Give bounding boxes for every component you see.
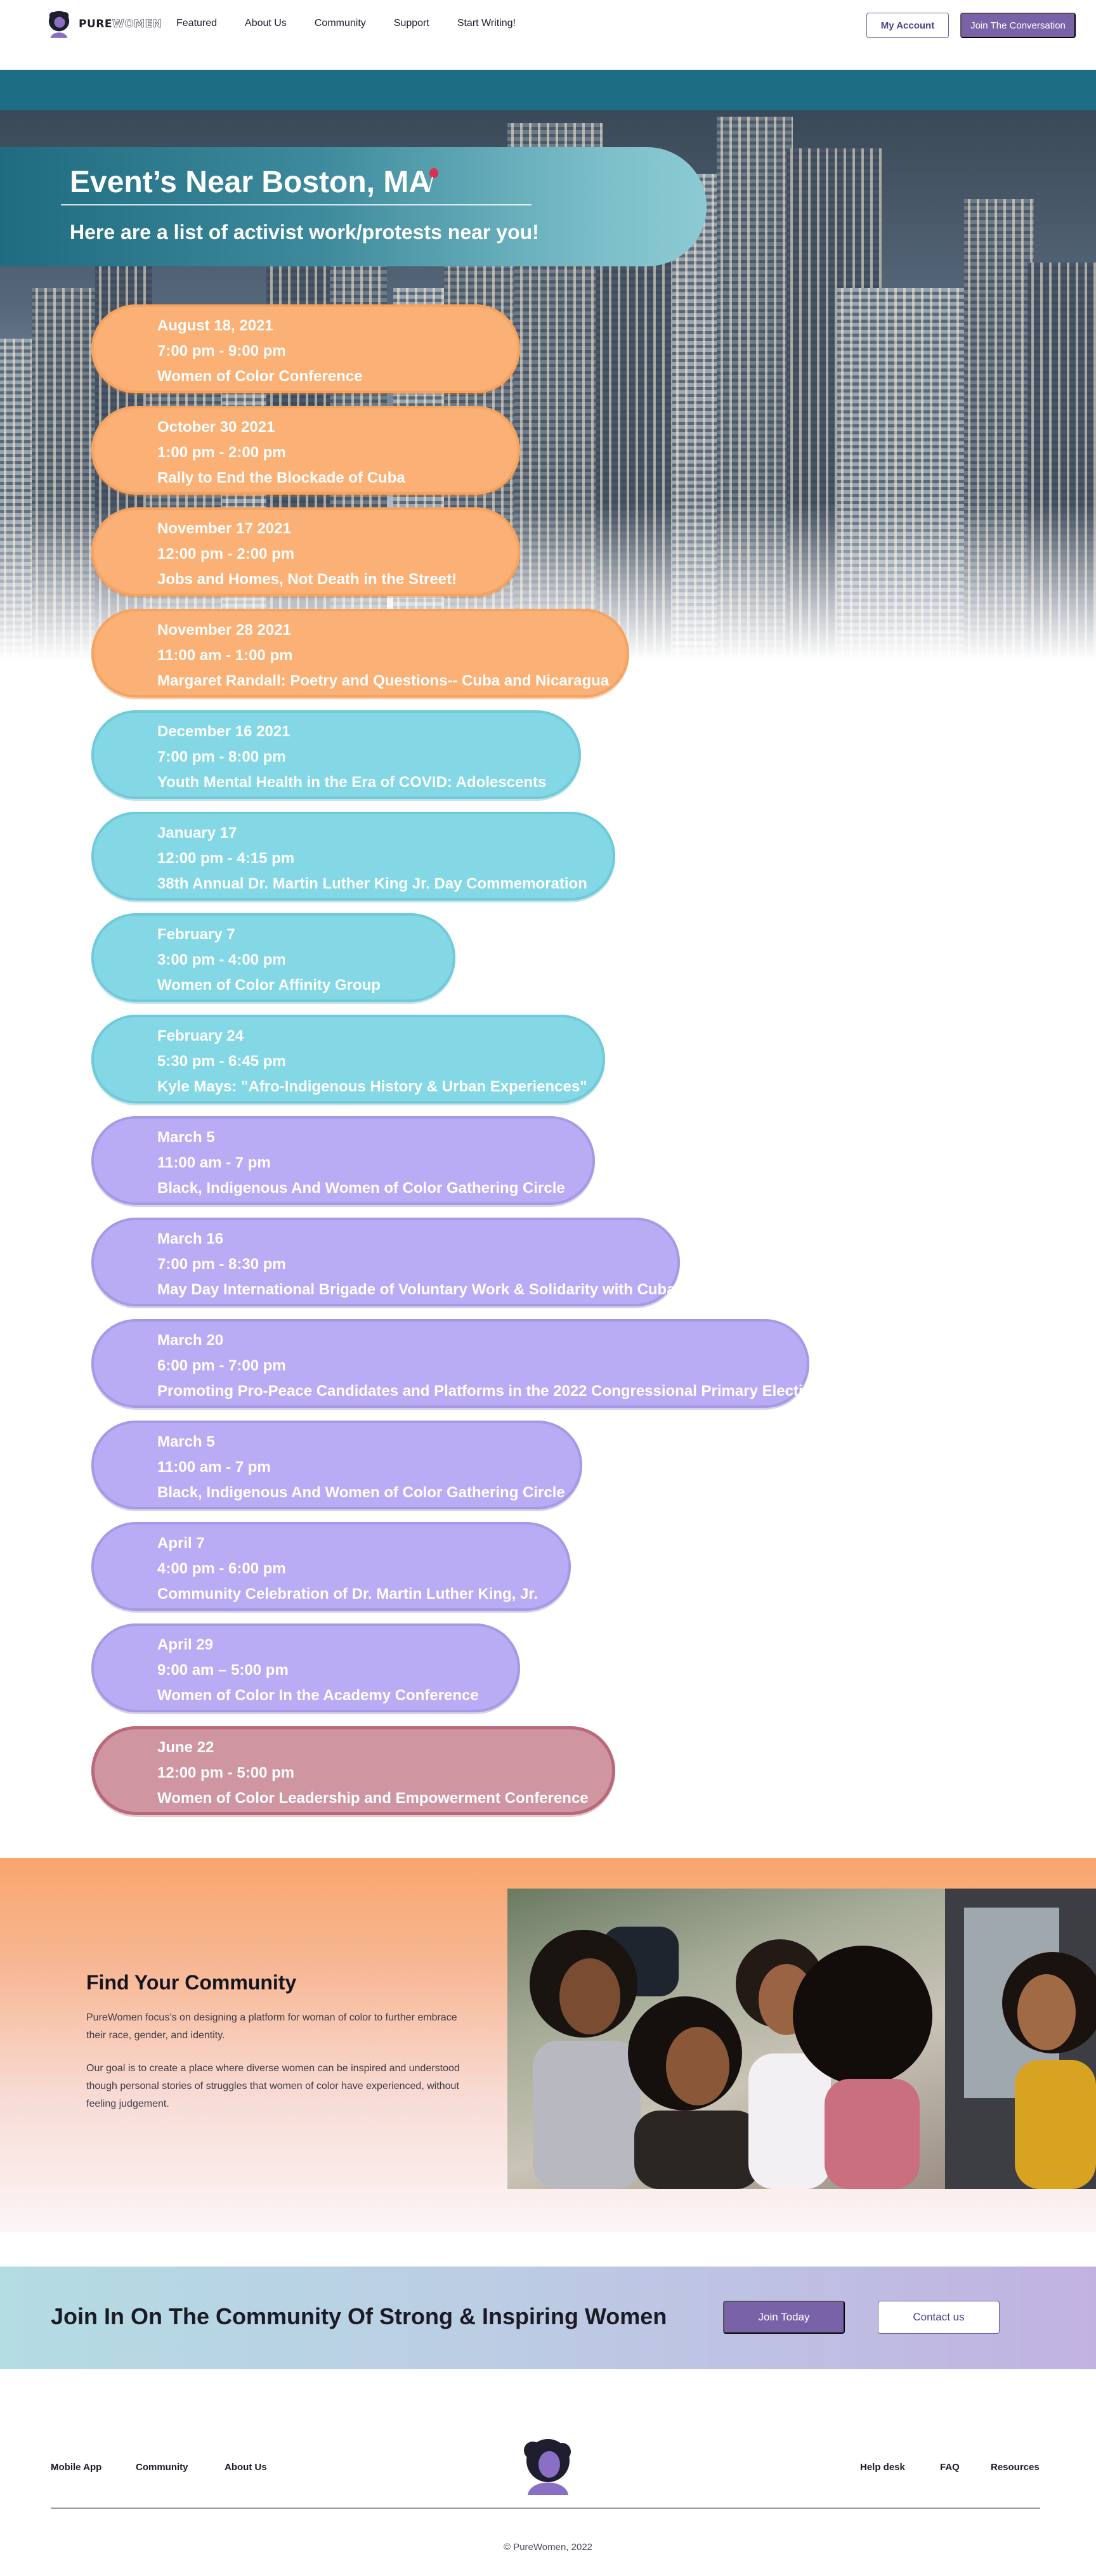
event-name: Women of Color Conference — [157, 368, 363, 385]
event-name: Women of Color In the Academy Conference — [157, 1687, 479, 1704]
event-time: 12:00 pm - 2:00 pm — [157, 545, 295, 563]
event-card[interactable]: November 17 2021 12:00 pm - 2:00 pm Jobs… — [91, 507, 520, 596]
cta-title: Join In On The Community Of Strong & Ins… — [51, 2303, 667, 2329]
event-card[interactable]: June 22 12:00 pm - 5:00 pm Women of Colo… — [91, 1726, 615, 1815]
event-date: August 18, 2021 — [157, 317, 273, 334]
event-time: 5:30 pm - 6:45 pm — [157, 1053, 286, 1070]
group-of-women-illustration — [530, 1889, 1096, 2189]
event-card[interactable]: February 24 5:30 pm - 6:45 pm Kyle Mays:… — [91, 1015, 605, 1103]
event-time: 12:00 pm - 5:00 pm — [157, 1764, 295, 1781]
event-name: 38th Annual Dr. Martin Luther King Jr. D… — [157, 875, 587, 892]
footer-about-us[interactable]: About Us — [225, 2462, 267, 2473]
event-card[interactable]: April 29 9:00 am – 5:00 pm Women of Colo… — [91, 1623, 520, 1712]
event-name: Black, Indigenous And Women of Color Gat… — [157, 1484, 565, 1501]
event-name: Rally to End the Blockade of Cuba — [157, 469, 405, 486]
footer-resources[interactable]: Resources — [991, 2462, 1040, 2473]
footer-help-desk[interactable]: Help desk — [860, 2462, 905, 2473]
event-time: 11:00 am - 1:00 pm — [157, 647, 293, 664]
event-date: November 28 2021 — [157, 621, 291, 639]
brand-pure: PURE — [79, 18, 112, 30]
avatar-logo-icon — [524, 2439, 571, 2495]
community-paragraph-1: PureWomen focus’s on designing a platfor… — [86, 2012, 457, 2041]
join-today-button[interactable]: Join Today — [723, 2301, 845, 2334]
events-banner — [0, 147, 707, 266]
nav-start-writing[interactable]: Start Writing! — [457, 18, 516, 29]
event-time: 4:00 pm - 6:00 pm — [157, 1560, 286, 1577]
event-name: Women of Color Leadership and Empowermen… — [157, 1790, 589, 1807]
event-time: 11:00 am - 7 pm — [157, 1154, 271, 1171]
footer-mobile-app[interactable]: Mobile App — [51, 2462, 102, 2473]
join-conversation-button[interactable]: Join The Conversation — [960, 13, 1076, 38]
nav-featured[interactable]: Featured — [176, 18, 218, 29]
footer-divider — [51, 2508, 1040, 2509]
location-pin-icon — [428, 168, 438, 192]
my-account-button[interactable]: My Account — [866, 13, 949, 38]
event-time: 7:00 pm - 8:30 pm — [157, 1256, 286, 1273]
event-time: 9:00 am – 5:00 pm — [157, 1662, 289, 1679]
event-date: December 16 2021 — [157, 723, 290, 740]
event-date: March 20 — [157, 1332, 224, 1349]
event-name: Community Celebration of Dr. Martin Luth… — [157, 1585, 538, 1603]
contact-us-button[interactable]: Contact us — [878, 2301, 1000, 2334]
event-name: Promoting Pro-Peace Candidates and Platf… — [157, 1382, 830, 1400]
event-card[interactable]: February 7 3:00 pm - 4:00 pm Women of Co… — [91, 913, 455, 1002]
event-date: April 7 — [157, 1535, 205, 1552]
copyright: © PureWomen, 2022 — [503, 2542, 593, 2553]
event-card[interactable]: March 20 6:00 pm - 7:00 pm Promoting Pro… — [91, 1319, 830, 1408]
top-navigation: PUREWOMEN Featured About Us Community Su… — [0, 0, 1096, 70]
event-date: February 24 — [157, 1027, 244, 1044]
event-card[interactable]: March 5 11:00 am - 7 pm Black, Indigenou… — [91, 1116, 595, 1205]
nav-community[interactable]: Community — [314, 18, 366, 29]
event-date: November 17 2021 — [157, 520, 291, 537]
title-divider — [61, 204, 532, 205]
brand-women: WOMEN — [112, 18, 162, 31]
event-name: May Day International Brigade of Volunta… — [157, 1281, 675, 1298]
event-card[interactable]: November 28 2021 11:00 am - 1:00 pm Marg… — [91, 609, 629, 698]
event-name: Youth Mental Health in the Era of COVID:… — [157, 774, 547, 791]
event-card[interactable]: December 16 2021 7:00 pm - 8:00 pm Youth… — [91, 710, 581, 799]
event-name: Jobs and Homes, Not Death in the Street! — [157, 571, 457, 588]
event-name: Women of Color Affinity Group — [157, 977, 381, 994]
footer-community[interactable]: Community — [136, 2462, 188, 2473]
event-time: 7:00 pm - 8:00 pm — [157, 748, 286, 765]
nav-support[interactable]: Support — [393, 18, 429, 29]
event-date: March 5 — [157, 1433, 215, 1450]
event-card[interactable]: March 5 11:00 am - 7 pm Black, Indigenou… — [91, 1421, 582, 1509]
event-date: June 22 — [157, 1739, 214, 1756]
event-name: Black, Indigenous And Women of Color Gat… — [157, 1180, 565, 1197]
event-date: February 7 — [157, 926, 235, 943]
event-card[interactable]: January 17 12:00 pm - 4:15 pm 38th Annua… — [91, 812, 615, 901]
event-date: March 16 — [157, 1230, 224, 1247]
footer-faq[interactable]: FAQ — [940, 2462, 960, 2473]
event-card[interactable]: October 30 2021 1:00 pm - 2:00 pm Rally … — [91, 406, 520, 495]
event-card[interactable]: March 16 7:00 pm - 8:30 pm May Day Inter… — [91, 1218, 680, 1306]
event-name: Kyle Mays: "Afro-Indigenous History & Ur… — [157, 1078, 587, 1095]
community-paragraph-2: Our goal is to create a place where dive… — [86, 2063, 460, 2109]
event-time: 11:00 am - 7 pm — [157, 1459, 271, 1476]
event-card[interactable]: August 18, 2021 7:00 pm - 9:00 pm Women … — [91, 304, 520, 393]
event-date: March 5 — [157, 1129, 215, 1146]
event-time: 1:00 pm - 2:00 pm — [157, 444, 286, 461]
event-time: 12:00 pm - 4:15 pm — [157, 850, 295, 867]
event-date: April 29 — [157, 1636, 214, 1653]
page-subtitle: Here are a list of activist work/protest… — [70, 221, 539, 244]
event-time: 6:00 pm - 7:00 pm — [157, 1357, 286, 1374]
hero-top-band — [0, 70, 1096, 110]
avatar-logo-icon — [48, 11, 70, 38]
brand-logo[interactable]: PUREWOMEN — [47, 10, 162, 38]
page-title: Event’s Near Boston, MA — [70, 166, 431, 199]
event-card[interactable]: April 7 4:00 pm - 6:00 pm Community Cele… — [91, 1522, 571, 1611]
event-time: 7:00 pm - 9:00 pm — [157, 342, 286, 360]
event-date: January 17 — [157, 824, 237, 842]
brand-wordmark: PUREWOMEN — [79, 18, 162, 31]
event-name: Margaret Randall: Poetry and Questions--… — [157, 672, 610, 689]
community-photo — [507, 1889, 1096, 2189]
event-time: 3:00 pm - 4:00 pm — [157, 951, 286, 968]
community-title: Find Your Community — [86, 1971, 297, 1994]
nav-about-us[interactable]: About Us — [245, 18, 287, 29]
event-date: October 30 2021 — [157, 419, 275, 436]
nav-links: Featured About Us Community Support Star… — [176, 18, 516, 29]
